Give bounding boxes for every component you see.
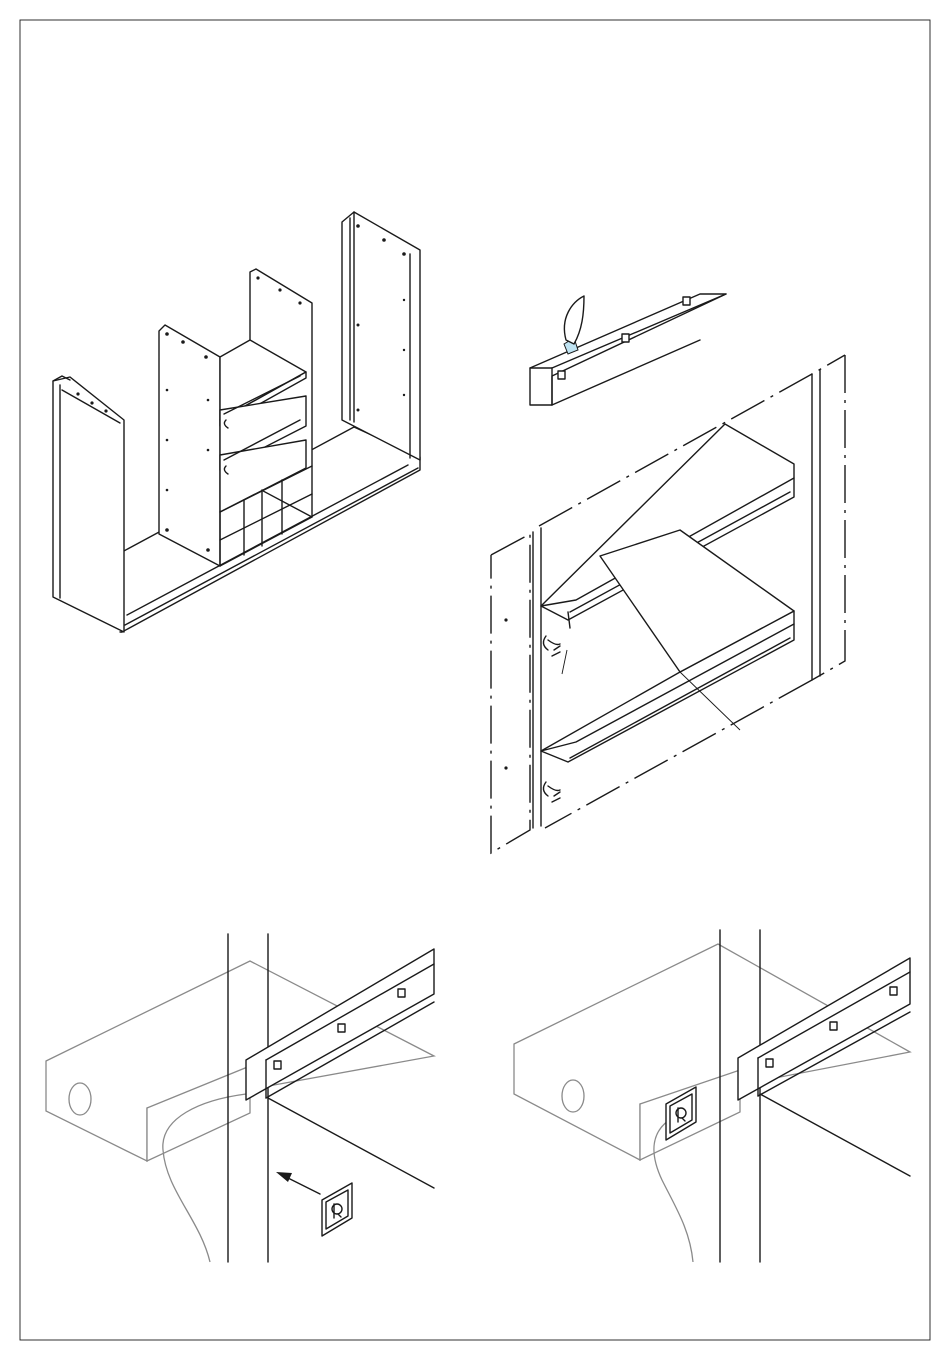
wall-switch-icon — [322, 1183, 352, 1236]
shelf-slab — [514, 944, 910, 1160]
led-strip-installation — [491, 294, 845, 853]
arrow-icon — [286, 1177, 320, 1194]
led-cable-upper — [543, 636, 560, 656]
led-strip-upper — [568, 612, 570, 628]
led-cable-lower — [543, 782, 560, 802]
left-side-panel — [53, 377, 124, 632]
shelf-edge — [760, 1094, 910, 1176]
left-side-panel-outline — [491, 534, 530, 853]
utility-knife-icon — [564, 296, 584, 344]
led-strip-closeup — [530, 294, 726, 405]
shelf-edge — [268, 1098, 434, 1188]
cabinet-overview — [53, 212, 420, 632]
switch-before — [46, 934, 434, 1262]
right-side-panel-outline — [812, 355, 845, 680]
switch-after — [514, 930, 910, 1262]
